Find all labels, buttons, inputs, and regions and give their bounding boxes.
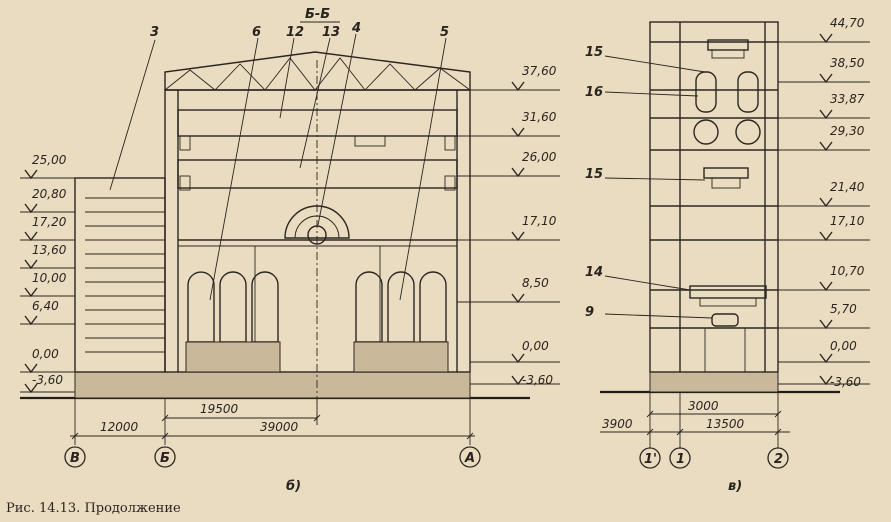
foundation-slab	[74, 371, 471, 399]
vessels-16	[693, 71, 761, 145]
callout-6: 6	[252, 25, 261, 40]
view-b-drawing: 3 6 12 13 4 5 25,00 20,80 17,20 13,60 10…	[20, 21, 560, 494]
callout-leaders-b	[109, 33, 447, 301]
svg-text:21,40: 21,40	[830, 180, 865, 194]
roof-truss	[164, 51, 471, 91]
dim-19500: 19500	[200, 402, 239, 416]
svg-text:В: В	[70, 451, 80, 466]
dimension-lines-v	[600, 392, 790, 448]
turbine-pedestal	[254, 245, 381, 373]
view-b-sublabel: б)	[286, 479, 301, 494]
svg-text:38,50: 38,50	[830, 56, 865, 70]
svg-text:44,70: 44,70	[830, 16, 865, 30]
dim-3900: 3900	[602, 417, 633, 431]
svg-text:-3,60: -3,60	[522, 373, 553, 387]
axis-2: 2	[767, 447, 789, 469]
svg-text:0,00: 0,00	[32, 347, 59, 361]
crane-14	[689, 285, 767, 307]
unit-9	[704, 313, 746, 373]
svg-text:31,60: 31,60	[522, 110, 557, 124]
callout-4: 4	[351, 21, 361, 36]
svg-text:25,00: 25,00	[32, 153, 67, 167]
svg-text:17,10: 17,10	[522, 214, 557, 228]
section-title: Б-Б	[305, 7, 330, 22]
svg-text:13,60: 13,60	[32, 243, 67, 257]
figure-caption: Рис. 14.13. Продолжение	[6, 501, 181, 516]
callout-3: 3	[150, 25, 159, 40]
svg-text:5,70: 5,70	[830, 302, 857, 316]
callout-9: 9	[585, 305, 594, 320]
crane-13	[177, 159, 458, 191]
tower-elevation-marks: 44,70 38,50 33,87 29,30 21,40 17,10 10,7…	[778, 16, 870, 389]
axis-v: В	[64, 446, 86, 468]
svg-text:8,50: 8,50	[522, 276, 549, 290]
svg-text:37,60: 37,60	[522, 64, 557, 78]
crane-15-lower	[703, 167, 749, 189]
dim-3000: 3000	[688, 399, 719, 413]
svg-text:1': 1'	[644, 452, 657, 467]
axis-a: А	[459, 446, 481, 468]
crane-15-upper	[707, 39, 749, 59]
svg-text:6,40: 6,40	[32, 299, 59, 313]
callout-14: 14	[585, 265, 603, 280]
stair-lines	[85, 197, 165, 353]
svg-text:2: 2	[774, 452, 783, 467]
vessels-right	[353, 271, 449, 373]
view-v-sublabel: в)	[728, 479, 742, 494]
dimension-lines-b	[70, 398, 475, 445]
callout-leaders-v	[604, 55, 713, 319]
callout-13: 13	[322, 25, 340, 40]
svg-text:0,00: 0,00	[522, 339, 549, 353]
svg-text:1: 1	[676, 452, 685, 467]
svg-text:26,00: 26,00	[522, 150, 557, 164]
svg-text:Б: Б	[160, 451, 170, 466]
svg-text:29,30: 29,30	[830, 124, 865, 138]
svg-text:А: А	[464, 451, 475, 466]
callout-15b: 15	[585, 167, 603, 182]
svg-text:0,00: 0,00	[830, 339, 857, 353]
axis-1: 1	[669, 447, 691, 469]
dim-12000: 12000	[100, 420, 139, 434]
svg-text:33,87: 33,87	[830, 92, 865, 106]
axis-b: Б	[154, 446, 176, 468]
svg-text:-3,60: -3,60	[830, 375, 861, 389]
foundation-v	[649, 371, 779, 393]
svg-text:10,00: 10,00	[32, 271, 67, 285]
crane-12	[177, 109, 458, 151]
svg-text:20,80: 20,80	[32, 187, 67, 201]
axis-1prime: 1'	[639, 447, 661, 469]
svg-text:17,10: 17,10	[830, 214, 865, 228]
callout-5: 5	[440, 25, 449, 40]
dim-13500: 13500	[706, 417, 745, 431]
svg-text:10,70: 10,70	[830, 264, 865, 278]
dim-39000: 39000	[260, 420, 299, 434]
callout-12: 12	[286, 25, 304, 40]
vessels-left	[185, 271, 281, 373]
callout-16: 16	[585, 85, 603, 100]
svg-text:17,20: 17,20	[32, 215, 67, 229]
right-elevation-marks: 37,60 31,60 26,00 17,10 8,50 0,00 -3,60	[457, 64, 560, 387]
left-elevation-marks: 25,00 20,80 17,20 13,60 10,00 6,40 0,00 …	[20, 153, 75, 394]
callout-15a: 15	[585, 45, 603, 60]
view-v-drawing: 15 16 15 14 9 44,70 38,50 33,87 29,30 21…	[585, 16, 870, 494]
svg-text:-3,60: -3,60	[32, 373, 63, 387]
